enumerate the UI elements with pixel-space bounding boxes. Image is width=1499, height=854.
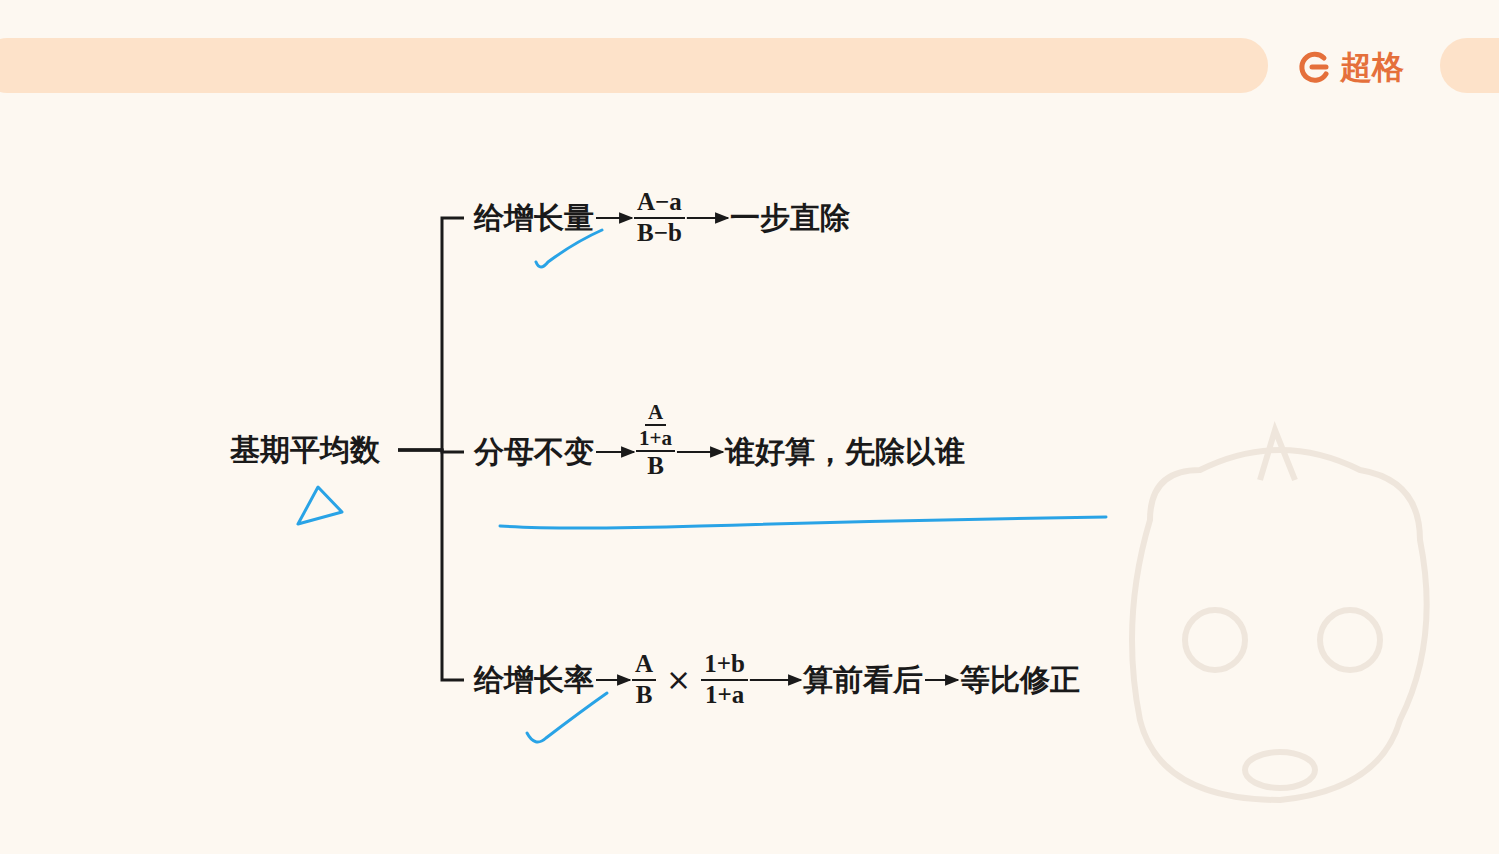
arrow-connector: [596, 679, 630, 681]
arrow-connector: [687, 217, 728, 219]
fraction-product: AB × 1+b1+a: [632, 650, 748, 710]
numerator: A−a: [634, 188, 685, 219]
fraction: A−aB−b: [634, 188, 685, 248]
root-topic: 基期平均数: [230, 432, 380, 468]
topic-text: 基期平均数: [230, 432, 380, 468]
topic-text: 算前看后: [803, 662, 923, 698]
header-band: [0, 38, 1268, 93]
bracket-line: [398, 218, 464, 450]
method-text: 算前看后: [803, 662, 923, 698]
arrow-connector: [677, 451, 723, 453]
method-text: 等比修正: [960, 662, 1080, 698]
branch-topic: 给增长量: [474, 200, 594, 236]
fraction-formula: A−aB−b: [634, 188, 685, 248]
topic-text: 分母不变: [474, 434, 594, 470]
header-band-end: [1440, 38, 1499, 93]
arrow-connector: [925, 679, 958, 681]
arrow-connector: [596, 451, 634, 453]
fraction: 1+b1+a: [701, 650, 748, 710]
denominator: 1+a: [636, 426, 675, 450]
fraction-formula: AB × 1+b1+a: [632, 650, 748, 710]
unicorn-watermark: [1132, 430, 1427, 800]
brand-logo: 超格: [1340, 46, 1404, 90]
topic-text: 给增长率: [474, 662, 594, 698]
method-text: 谁好算，先除以谁: [725, 434, 965, 470]
underline-mark: [500, 517, 1106, 528]
topic-text: 等比修正: [960, 662, 1080, 698]
annotation-marks: [298, 230, 1106, 742]
topic-text: 谁好算，先除以谁: [725, 434, 965, 470]
denominator: B: [644, 452, 667, 481]
fraction: A1+aB: [636, 400, 675, 481]
branch-topic: 分母不变: [474, 434, 594, 470]
method-text: 一步直除: [730, 200, 850, 236]
check-mark: [527, 693, 607, 742]
inner-fraction: A1+a: [636, 400, 675, 452]
denominator: B: [633, 681, 656, 710]
check-mark: [536, 230, 602, 267]
numerator: A: [645, 400, 666, 426]
denominator: 1+a: [702, 681, 747, 710]
bracket-line: [398, 450, 464, 680]
topic-text: 一步直除: [730, 200, 850, 236]
numerator: 1+b: [701, 650, 748, 681]
logo-icon: [1302, 54, 1326, 80]
arrow-connector: [596, 217, 632, 219]
denominator: B−b: [634, 219, 685, 248]
topic-text: 给增长量: [474, 200, 594, 236]
triangle-mark: [298, 487, 342, 524]
numerator: A: [632, 650, 656, 681]
fraction: AB: [632, 650, 656, 710]
arrow-connector: [750, 679, 801, 681]
branch-topic: 给增长率: [474, 662, 594, 698]
times-sign: ×: [666, 662, 691, 697]
fraction-formula: A1+aB: [636, 400, 675, 481]
